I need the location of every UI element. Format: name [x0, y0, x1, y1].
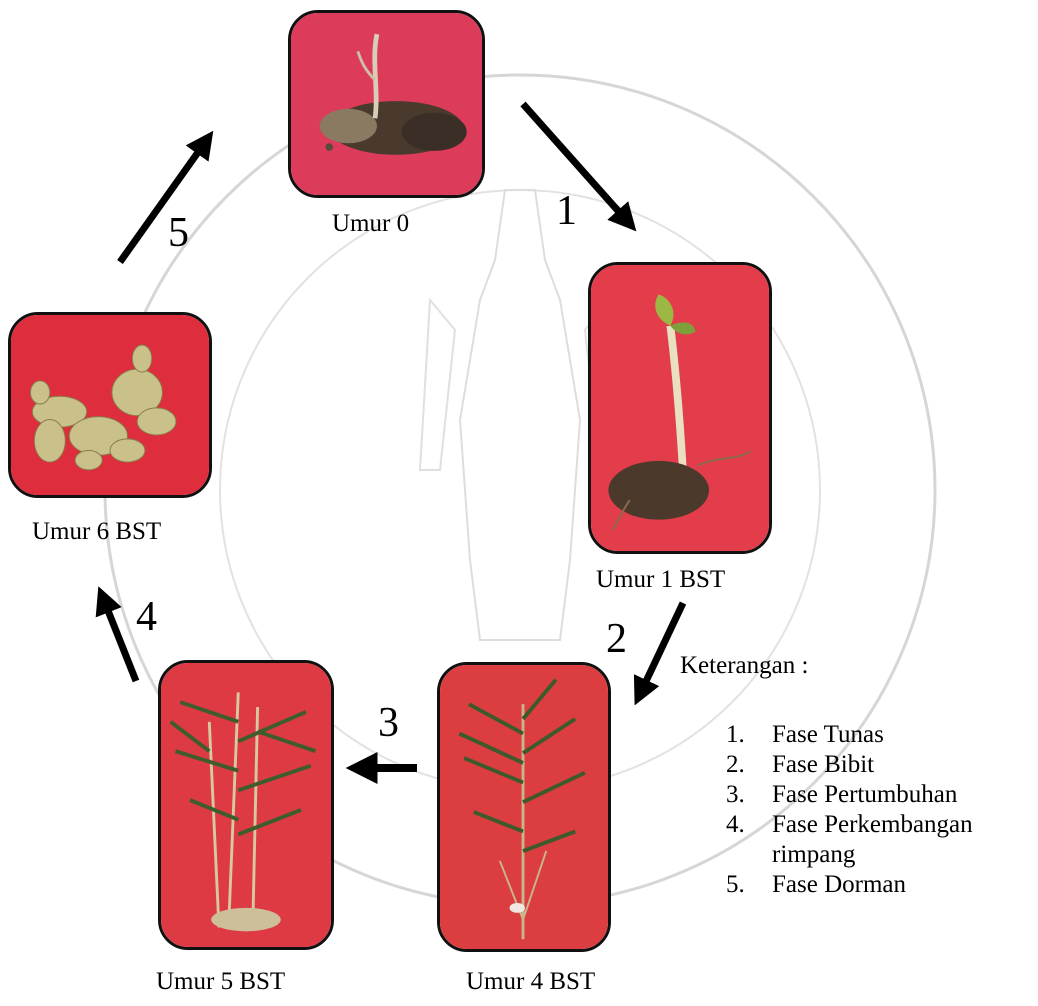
arrow-label-3: 3: [378, 702, 399, 744]
caption-umur-6-bst: Umur 6 BST: [32, 518, 161, 546]
legend-number: 3.: [726, 780, 772, 810]
legend-list: 1.Fase Tunas 2.Fase Bibit 3.Fase Pertumb…: [726, 720, 1038, 900]
legend-item: 2.Fase Bibit: [726, 750, 1038, 780]
legend-item: 4.Fase Perkembangan rimpang: [726, 810, 1038, 870]
caption-umur-4-bst: Umur 4 BST: [466, 968, 595, 996]
legend-number: 2.: [726, 750, 772, 780]
legend-item: 5.Fase Dorman: [726, 870, 1038, 900]
legend-number: 4.: [726, 810, 772, 870]
caption-umur-0: Umur 0: [332, 210, 409, 238]
arrow-label-4: 4: [136, 596, 157, 638]
legend-item: 3.Fase Pertumbuhan: [726, 780, 1038, 810]
legend-text: Fase Dorman: [772, 870, 1038, 900]
photo-umur-1-bst: [588, 262, 772, 554]
photo-umur-4-bst: [437, 662, 611, 952]
photo-umur-0: [288, 10, 485, 198]
photo-umur-5-bst: [158, 660, 334, 950]
arrow-label-1: 1: [556, 190, 577, 232]
legend-text: Fase Bibit: [772, 750, 1038, 780]
arrow-5: [120, 141, 206, 262]
arrow-2: [640, 603, 683, 694]
arrow-4: [103, 598, 136, 681]
legend-text: Fase Perkembangan rimpang: [772, 810, 992, 870]
legend-number: 5.: [726, 870, 772, 900]
photo-umur-6-bst: [8, 312, 212, 498]
arrow-label-2: 2: [606, 618, 627, 660]
legend-title: Keterangan :: [680, 652, 808, 680]
caption-umur-1-bst: Umur 1 BST: [596, 566, 725, 594]
arrow-label-5: 5: [168, 212, 189, 254]
legend-number: 1.: [726, 720, 772, 750]
caption-umur-5-bst: Umur 5 BST: [156, 968, 285, 996]
legend-text: Fase Tunas: [772, 720, 1038, 750]
legend-text: Fase Pertumbuhan: [772, 780, 1038, 810]
legend-item: 1.Fase Tunas: [726, 720, 1038, 750]
